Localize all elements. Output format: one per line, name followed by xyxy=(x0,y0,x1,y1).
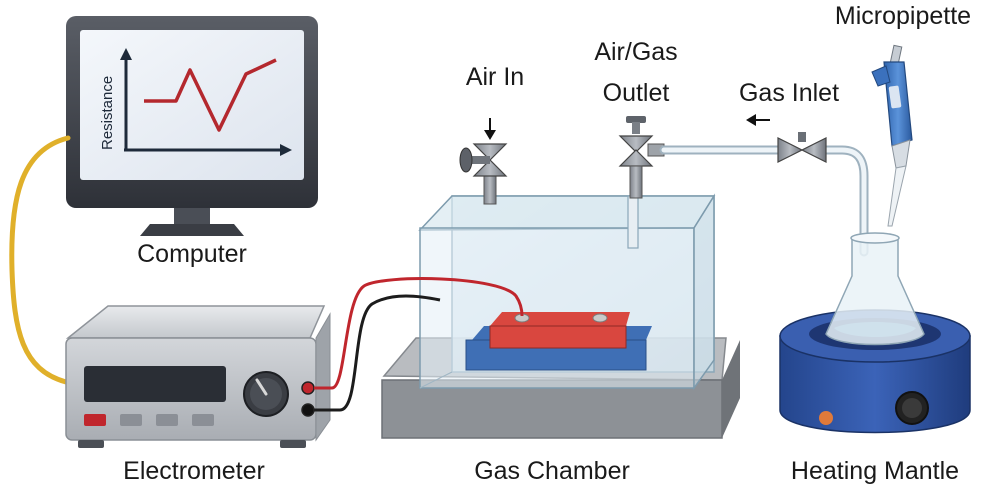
air-in-valve xyxy=(459,118,508,205)
computer-label: Computer xyxy=(137,240,247,268)
electrometer-button xyxy=(192,414,214,426)
electrometer-display xyxy=(84,366,226,402)
black-wire xyxy=(314,294,441,412)
monitor-stand xyxy=(140,224,244,236)
gas-inlet-label: Gas Inlet xyxy=(738,79,840,107)
computer-monitor: Resistance xyxy=(66,16,318,236)
monitor-screen xyxy=(80,30,304,180)
electrometer-button xyxy=(120,414,142,426)
valve-handle xyxy=(459,147,473,173)
electrometer-jack-black xyxy=(301,403,315,417)
gas-chamber xyxy=(381,193,740,439)
usb-cable xyxy=(9,135,71,385)
micropipette xyxy=(871,44,913,227)
gas-inlet-valve xyxy=(777,132,827,163)
gas-sensor xyxy=(490,312,630,326)
air-gas-outlet-label-line1: Air/Gas xyxy=(594,38,678,66)
electrometer xyxy=(65,305,331,448)
electrometer-jack-red xyxy=(301,381,315,395)
air-gas-outlet-valve xyxy=(618,116,665,199)
electrometer-button xyxy=(156,414,178,426)
air-gas-outlet-label-line2: Outlet xyxy=(602,79,670,107)
electrometer-label: Electrometer xyxy=(123,457,265,485)
air-in-label: Air In xyxy=(465,63,525,91)
screen-plot: Resistance xyxy=(99,48,292,156)
heating-mantle-label: Heating Mantle xyxy=(790,457,960,485)
electrode-contact xyxy=(592,313,608,323)
micropipette-label: Micropipette xyxy=(834,2,972,30)
gas-sensor-front xyxy=(489,325,627,349)
erlenmeyer-flask xyxy=(825,232,925,346)
plot-series-line xyxy=(144,58,277,132)
screen-plot-ylabel: Resistance xyxy=(99,76,116,150)
electrometer-button-red xyxy=(84,414,106,426)
gas-inlet-arrow xyxy=(746,114,770,126)
gas-chamber-label: Gas Chamber xyxy=(474,457,630,485)
red-wire xyxy=(314,277,524,390)
mantle-indicator-light xyxy=(819,411,833,425)
